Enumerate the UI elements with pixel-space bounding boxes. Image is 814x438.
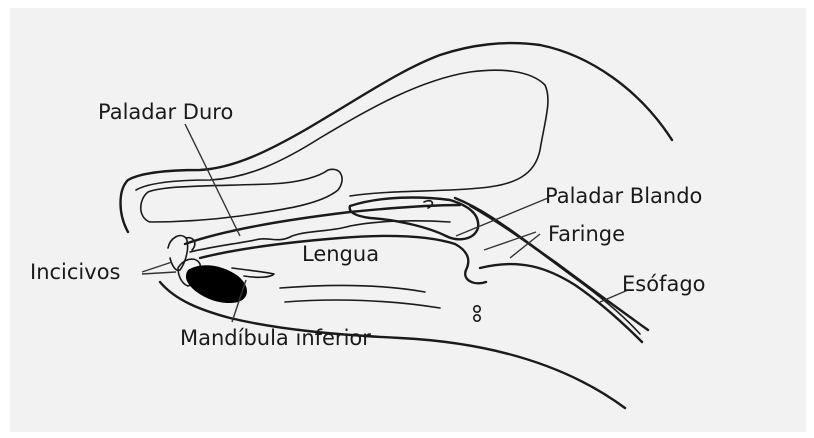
leader-pharynx-2 [510, 234, 540, 258]
label-soft-palate: Paladar Blando [545, 186, 702, 207]
incisor-upper [168, 236, 188, 271]
label-incisors: Incicivos [30, 262, 120, 283]
tooth-root-extension [232, 268, 274, 277]
pharynx-lower-wall [480, 264, 642, 342]
label-esophagus: Esófago [622, 274, 706, 295]
soft-palate [350, 198, 479, 240]
label-tongue: Lengua [302, 244, 379, 265]
pharynx-upper-wall [455, 198, 648, 330]
label-hard-palate: Paladar Duro [98, 102, 233, 123]
label-lower-jaw: Mandíbula inferior [180, 328, 371, 349]
jaw-stroke-2 [285, 300, 440, 308]
label-pharynx: Faringe [548, 224, 625, 245]
leader-incisors-1 [142, 262, 172, 272]
nasal-cavity [141, 169, 342, 222]
hyoid-dot-upper [474, 306, 480, 312]
leader-incisors-2 [142, 272, 176, 274]
leader-pharynx-1 [484, 232, 536, 250]
jaw-stroke-1 [280, 285, 425, 292]
tooth-root [186, 265, 247, 303]
hyoid-dot-lower [474, 315, 480, 321]
